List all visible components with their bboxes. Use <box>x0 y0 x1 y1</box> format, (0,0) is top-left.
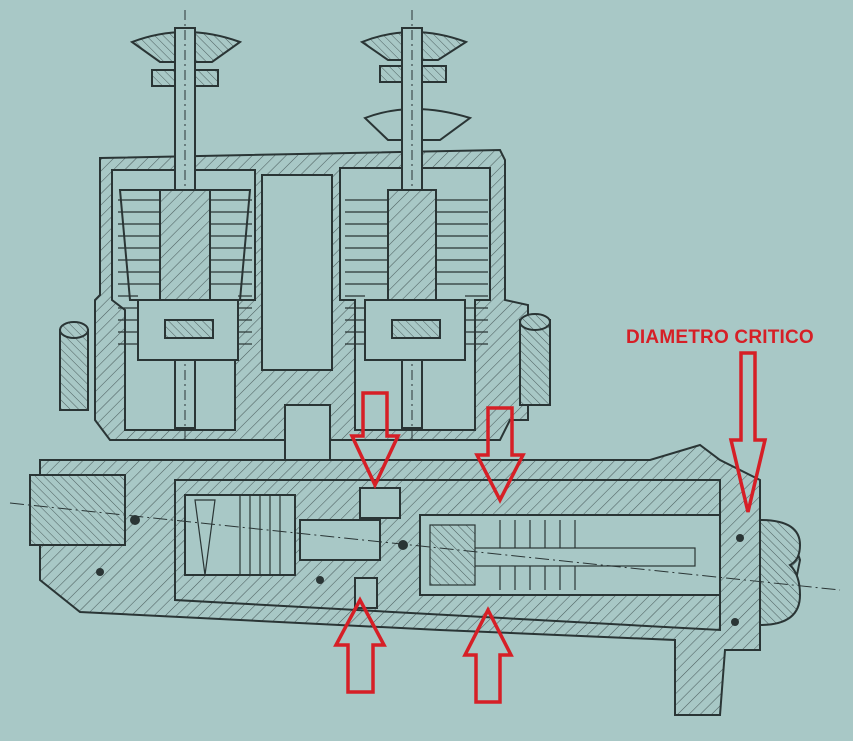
annotation-arrows <box>333 351 768 704</box>
critical-diameter-label: DIAMETRO CRITICO <box>626 327 814 348</box>
right-valve-assembly <box>345 10 488 440</box>
cylinder-body <box>9 443 841 716</box>
left-valve-assembly <box>118 10 252 440</box>
lower-right-arrow <box>462 606 514 704</box>
housing-bolts <box>59 313 551 411</box>
upper-right-arrow <box>474 406 526 504</box>
critical-diameter-arrow <box>728 351 768 513</box>
upper-left-arrow <box>349 391 401 490</box>
lower-left-arrow <box>333 596 387 694</box>
